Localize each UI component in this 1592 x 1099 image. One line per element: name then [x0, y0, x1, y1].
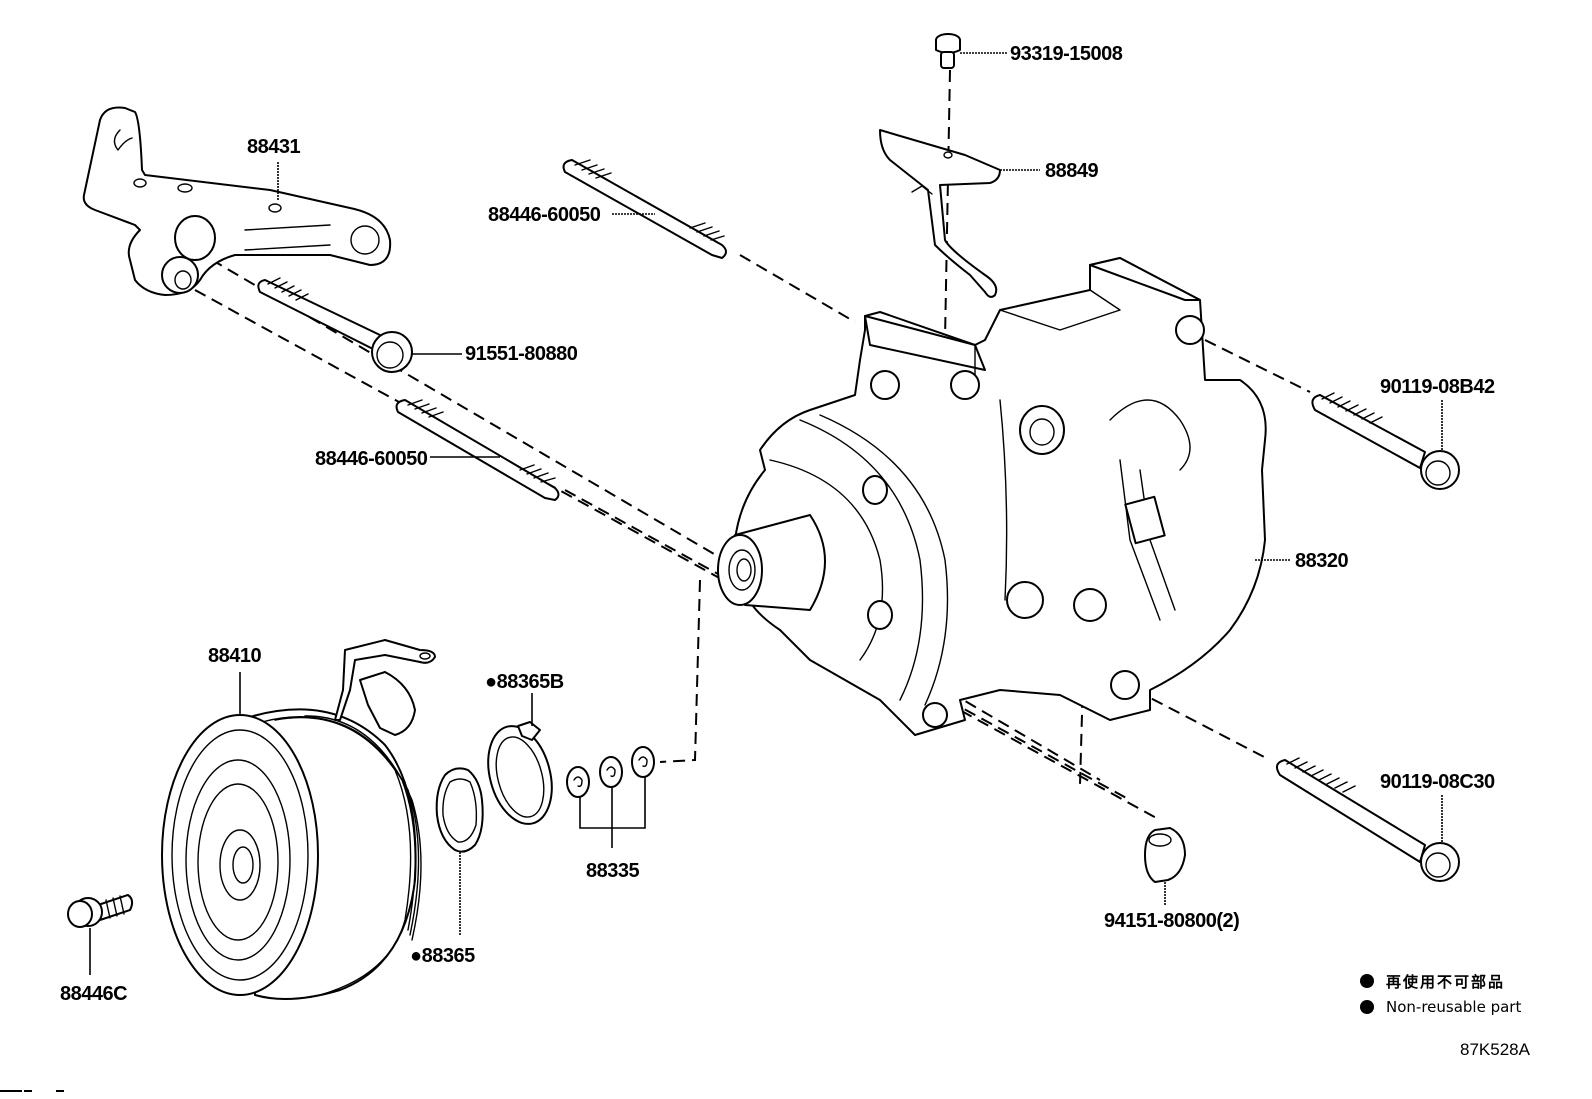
- part-88849-bracket[interactable]: 88849: [879, 129, 1099, 298]
- part-88446-60050-stud-upper[interactable]: 88446-60050: [488, 159, 727, 259]
- part-label-90119-08B42: 90119-08B42: [1380, 376, 1495, 398]
- part-label-88365B: ●88365B: [485, 671, 564, 693]
- diagram-id: 87K528A: [1460, 1040, 1530, 1059]
- part-label-93319-15008: 93319-15008: [1010, 43, 1123, 65]
- part-label-88320: 88320: [1295, 550, 1348, 572]
- part-label-88335: 88335: [586, 860, 639, 882]
- part-88320-compressor[interactable]: 88320: [717, 257, 1349, 736]
- legend-item-english: Non-reusable part: [1360, 994, 1521, 1020]
- part-88365B-snap-ring[interactable]: ●88365B: [478, 671, 564, 831]
- part-90119-08C30-bolt[interactable]: 90119-08C30: [1275, 757, 1495, 882]
- part-label-88410: 88410: [208, 645, 261, 667]
- part-label-90119-08C30: 90119-08C30: [1380, 771, 1495, 793]
- part-label-94151-80800: 94151-80800(2): [1104, 910, 1239, 932]
- part-label-88431: 88431: [247, 136, 300, 158]
- part-label-88446-60050-lower: 88446-60050: [315, 448, 428, 470]
- legend-text-english: Non-reusable part: [1386, 998, 1522, 1016]
- part-90119-08B42-bolt[interactable]: 90119-08B42: [1311, 376, 1495, 490]
- part-88446C-bolt[interactable]: 88446C: [60, 894, 134, 1005]
- part-93319-15008-screw[interactable]: 93319-15008: [935, 33, 1123, 69]
- part-label-88446-60050-upper: 88446-60050: [488, 204, 601, 226]
- part-label-88849: 88849: [1045, 160, 1098, 182]
- part-94151-80800-nut[interactable]: 94151-80800(2): [1104, 827, 1240, 932]
- legend-item-japanese: 再使用不可部品: [1360, 968, 1521, 994]
- part-88446-60050-stud-lower[interactable]: 88446-60050: [315, 399, 560, 501]
- part-label-88446C: 88446C: [60, 983, 127, 1005]
- legend: 再使用不可部品 Non-reusable part: [1360, 968, 1521, 1020]
- non-reusable-bullet-icon: [1360, 974, 1374, 988]
- corner-mark: [0, 1090, 22, 1092]
- part-label-88365: ●88365: [410, 945, 475, 967]
- part-91551-80880-bolt[interactable]: 91551-80880: [257, 277, 578, 373]
- part-88365-snap-ring[interactable]: ●88365: [410, 767, 484, 967]
- corner-mark: [56, 1090, 64, 1092]
- part-88410-clutch-pulley[interactable]: 88410: [161, 639, 436, 1000]
- corner-mark: [24, 1090, 32, 1092]
- part-label-91551-80880: 91551-80880: [465, 343, 578, 365]
- part-88431-mounting-bracket[interactable]: 88431: [82, 106, 392, 296]
- non-reusable-bullet-icon: [1360, 1000, 1374, 1014]
- part-88335-shims[interactable]: 88335: [566, 746, 655, 882]
- legend-text-japanese: 再使用不可部品: [1386, 972, 1506, 991]
